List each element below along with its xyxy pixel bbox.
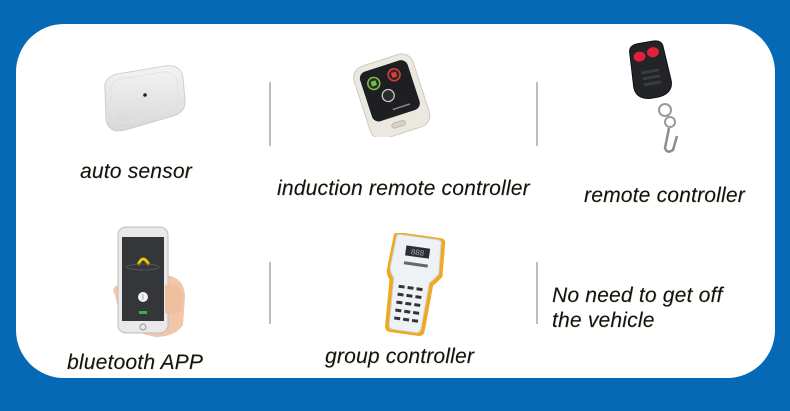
keyfob-remote-icon (629, 40, 679, 153)
remote-controller-label: remote controller (584, 184, 745, 207)
auto-sensor-icon (104, 65, 186, 132)
no-need-note-line2: the vehicle (552, 309, 655, 332)
induction-remote-label: induction remote controller (277, 177, 530, 200)
divider (536, 262, 538, 324)
svg-text:888: 888 (410, 247, 425, 258)
group-controller-icon: 888 (385, 233, 446, 337)
no-need-note: No need to get off the vehicle (552, 283, 723, 333)
auto-sensor-label: auto sensor (80, 160, 192, 183)
induction-remote-icon (353, 53, 431, 137)
divider (536, 82, 538, 146)
smartphone-app-icon: ᛒ (113, 226, 185, 337)
divider (269, 262, 271, 324)
group-controller-label: group controller (325, 345, 475, 368)
divider (269, 82, 271, 146)
svg-text:ᛒ: ᛒ (141, 294, 145, 301)
no-need-note-line1: No need to get off (552, 284, 723, 307)
bluetooth-app-label: bluetooth APP (67, 351, 204, 374)
